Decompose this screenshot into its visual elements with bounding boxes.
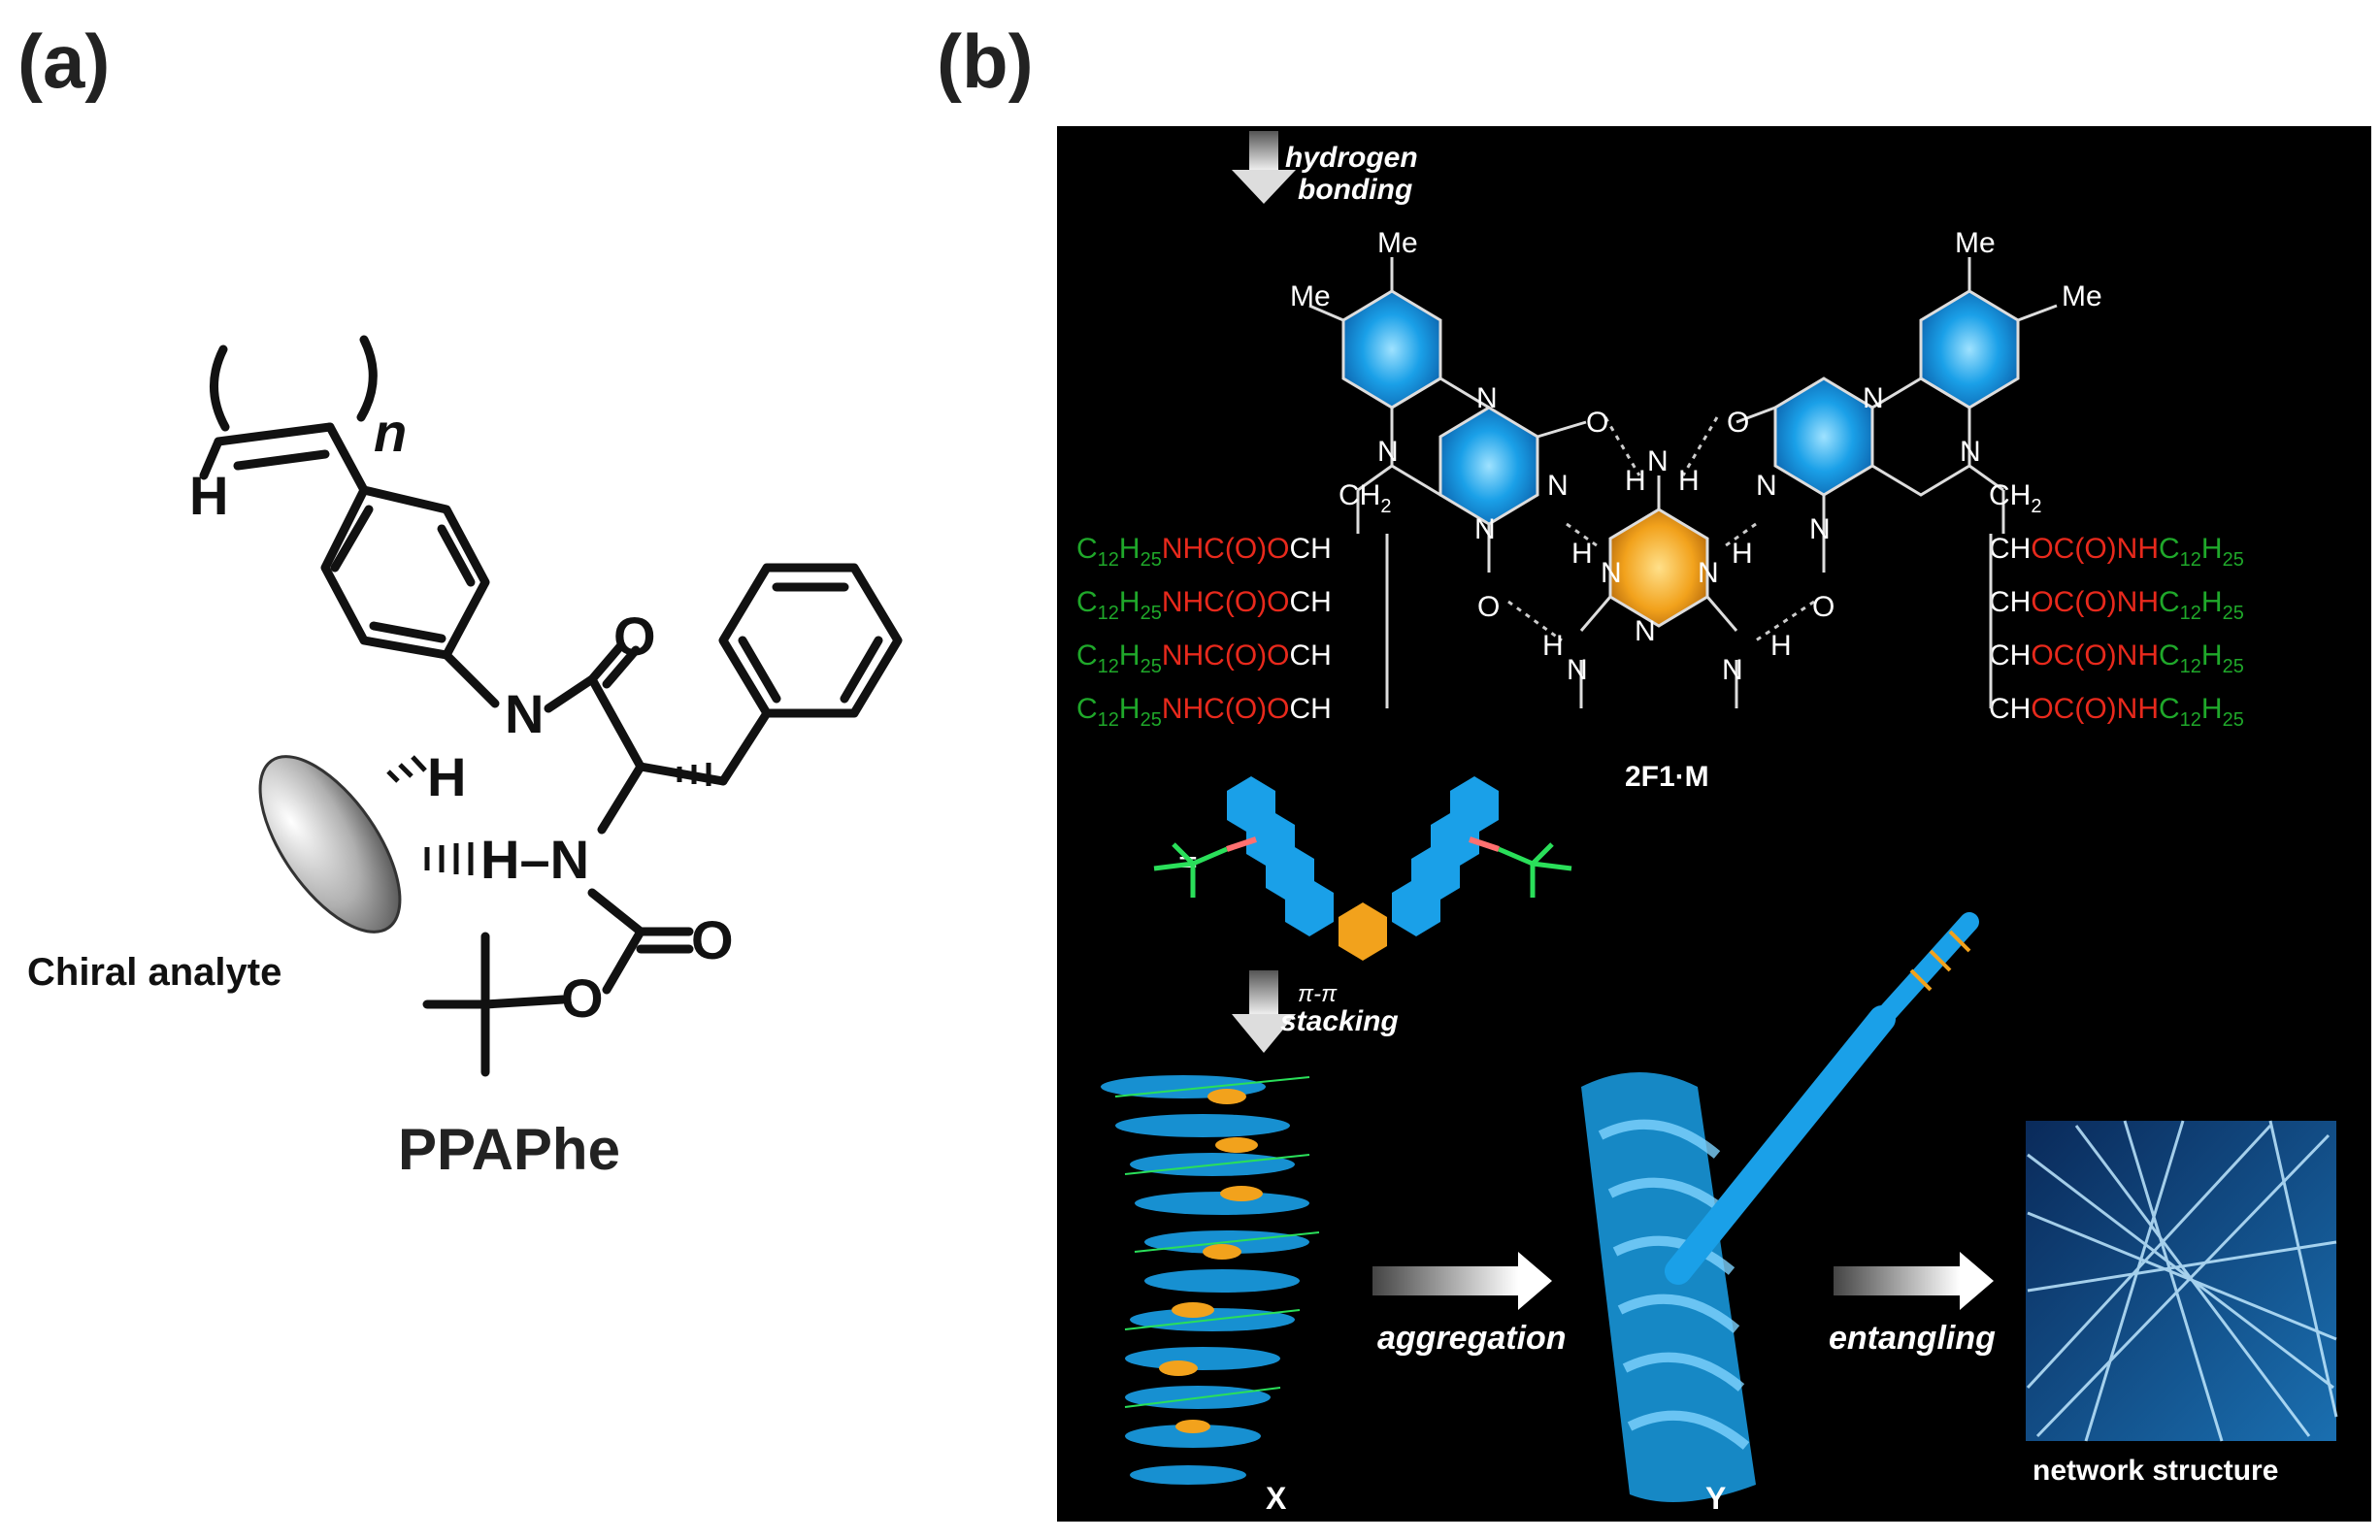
n-label: N — [1647, 445, 1669, 477]
simplified-model — [1153, 776, 1572, 961]
methyl-label-3: Me — [1955, 227, 1996, 259]
ester-oxygen: O — [561, 967, 604, 1029]
n-label: N — [1567, 654, 1588, 686]
o-label: O — [1812, 591, 1835, 623]
carbamate-oxygen: O — [691, 909, 734, 970]
n-label: N — [1698, 557, 1719, 589]
compound-name: PPAPhe — [398, 1117, 620, 1182]
complex-label: 2F1·M — [1625, 761, 1709, 793]
n-label: N — [1635, 615, 1656, 647]
chiral-analyte-ellipse — [258, 755, 402, 934]
n-label: N — [1722, 654, 1743, 686]
hydrogen-bond-dashes — [1507, 416, 1815, 642]
self-assembly-scheme: hydrogen bonding — [1076, 131, 2338, 1516]
stacking-label-1: π-π — [1298, 981, 1338, 1007]
carbamate-nh: H–N — [480, 829, 589, 890]
methyl-label-2: Me — [1290, 280, 1331, 312]
h-label: H — [1678, 465, 1700, 497]
melamine-core — [1579, 475, 1738, 708]
methyl-label-4: Me — [2062, 280, 2102, 312]
n-label: N — [1960, 436, 1981, 468]
left-ch2: CH2 — [1339, 479, 1391, 517]
entangling-arrow — [1834, 1252, 1994, 1310]
n-label: N — [1476, 382, 1498, 414]
aggregation-arrow — [1372, 1252, 1552, 1310]
o-label: O — [1727, 407, 1749, 439]
right-chain-list: CHOC(O)NHC12H25 CHOC(O)NHC12H25 CHOC(O)N… — [1989, 533, 2244, 731]
n-label: N — [1474, 513, 1496, 545]
fibril-y-illustration — [1581, 912, 1979, 1502]
aggregation-label: aggregation — [1377, 1320, 1567, 1357]
polymer-bracket-right — [356, 335, 378, 422]
phenyl-ring — [718, 563, 903, 718]
o-label: O — [1477, 591, 1500, 623]
right-chain-row: CHOC(O)NHC12H25 — [1989, 586, 2244, 624]
h-label: H — [1542, 630, 1564, 662]
stacking-label-2: stacking — [1280, 1005, 1399, 1037]
right-chain-row: CHOC(O)NHC12H25 — [1989, 639, 2244, 677]
n-label: N — [1756, 470, 1777, 502]
amide-nitrogen: N — [505, 683, 544, 744]
backbone-to-ring — [325, 422, 369, 495]
h-label: H — [1625, 465, 1646, 497]
polymer-bracket-left — [210, 344, 230, 432]
methyl-label-1: Me — [1377, 227, 1418, 259]
h-label: H — [189, 465, 228, 526]
h-label: H — [1770, 630, 1792, 662]
amide-oxygen: O — [613, 606, 656, 667]
h-label: H — [1571, 538, 1593, 570]
h-label: H — [1732, 538, 1753, 570]
label-y: Y — [1705, 1481, 1726, 1516]
n-label: N — [1547, 470, 1569, 502]
network-structure-illustration — [2026, 1120, 2338, 1442]
ppaphe-structure-diagram: H n N O H H–N O O Chiral analyte PPAPhe — [27, 335, 903, 1182]
right-ch2: CH2 — [1989, 479, 2041, 517]
network-structure-label: network structure — [2033, 1455, 2278, 1487]
right-flavin — [1735, 257, 2058, 573]
o-label: O — [1586, 407, 1608, 439]
left-chain-list: C12H25NHC(O)OCH C12H25NHC(O)OCH C12H25NH… — [1076, 533, 1332, 731]
amide-hydrogen: H — [427, 746, 466, 807]
panel-b-label: (b) — [937, 18, 1034, 104]
label-x: X — [1266, 1481, 1287, 1516]
left-chain-row: C12H25NHC(O)OCH — [1076, 639, 1332, 677]
n-subscript-label: n — [374, 402, 407, 463]
backbone-double-bond — [233, 449, 330, 471]
left-chain-row: C12H25NHC(O)OCH — [1076, 533, 1332, 571]
left-chain-row: C12H25NHC(O)OCH — [1076, 586, 1332, 624]
hydrogen-bonding-label-2: bonding — [1298, 174, 1412, 206]
helix-x-illustration — [1101, 1075, 1320, 1485]
backbone-bond — [214, 422, 335, 446]
n-label: N — [1377, 436, 1399, 468]
chiral-analyte-label: Chiral analyte — [27, 951, 281, 994]
n-label: N — [1809, 513, 1831, 545]
n-label: N — [1601, 557, 1622, 589]
stacking-arrow — [1232, 970, 1296, 1053]
left-flavin — [1308, 257, 1587, 573]
right-chain-row: CHOC(O)NHC12H25 — [1989, 533, 2244, 571]
entangling-label: entangling — [1829, 1320, 1996, 1357]
left-chain-row: C12H25NHC(O)OCH — [1076, 693, 1332, 731]
ring-to-nitrogen — [442, 650, 500, 708]
panel-a-label: (a) — [17, 18, 111, 104]
hydrogen-bonding-arrow — [1232, 131, 1296, 204]
right-chain-row: CHOC(O)NHC12H25 — [1989, 693, 2244, 731]
hydrogen-bonding-label-1: hydrogen — [1285, 142, 1418, 174]
n-label: N — [1863, 382, 1884, 414]
h-bond — [199, 437, 223, 480]
